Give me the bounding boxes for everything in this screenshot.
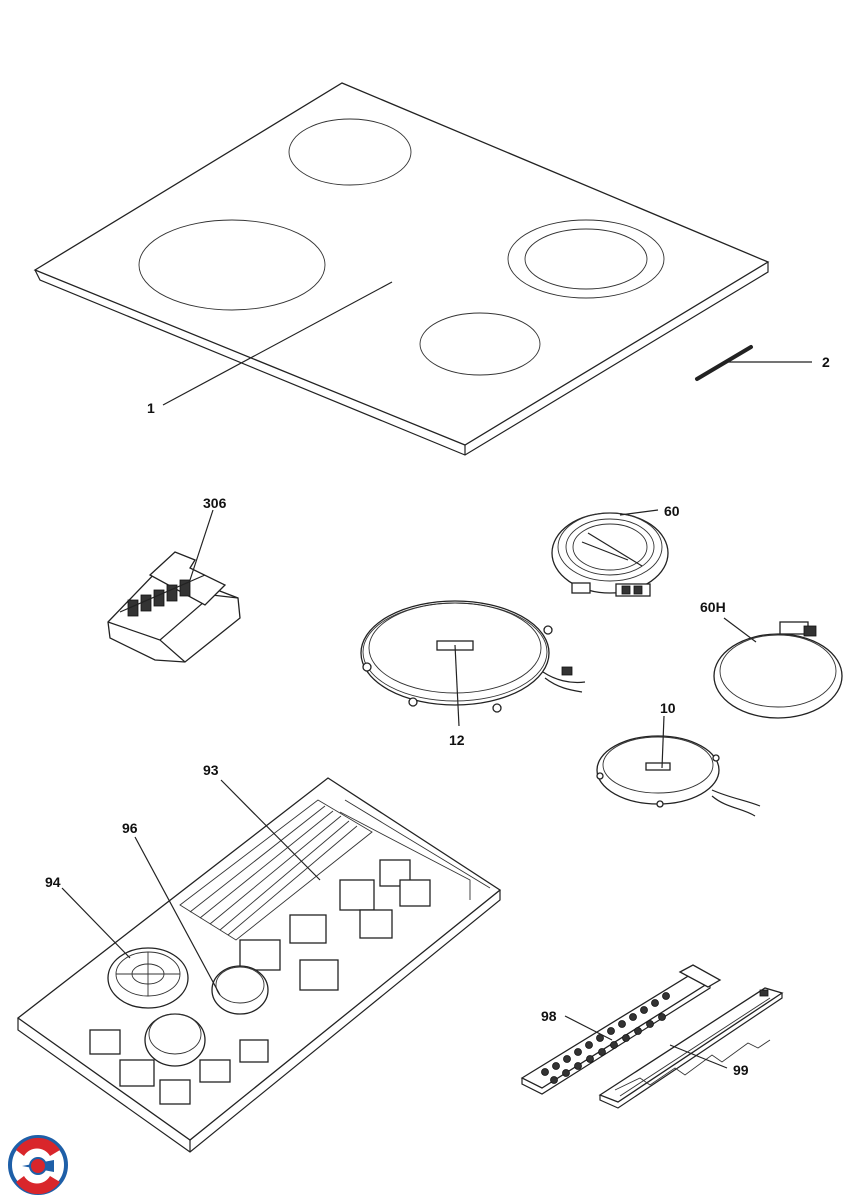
callout-1: 1 <box>147 400 155 416</box>
callout-99: 99 <box>733 1062 749 1078</box>
gasket-strip-part[interactable] <box>695 345 753 381</box>
brand-logo <box>8 1135 68 1195</box>
hob-zone-right-outer <box>507 219 665 299</box>
callout-93: 93 <box>203 762 219 778</box>
callout-94: 94 <box>45 874 61 890</box>
induction-coil-large-part[interactable] <box>360 600 586 713</box>
hob-zone-left <box>138 219 326 311</box>
callout-2: 2 <box>822 354 830 370</box>
glass-top-part[interactable] <box>33 82 770 456</box>
radiant-element-part[interactable] <box>551 512 669 597</box>
control-bracket-part[interactable] <box>598 987 784 1109</box>
callout-10: 10 <box>660 700 676 716</box>
callout-96: 96 <box>122 820 138 836</box>
callout-12: 12 <box>449 732 465 748</box>
callout-98: 98 <box>541 1008 557 1024</box>
ring-60h-part[interactable] <box>713 621 843 719</box>
terminal-block-part[interactable] <box>107 551 241 663</box>
hob-zone-rear <box>288 118 412 186</box>
power-board-part[interactable] <box>16 777 502 1153</box>
hob-zone-right-inner <box>524 228 648 290</box>
callout-60: 60 <box>664 503 680 519</box>
touch-pads <box>541 992 670 1084</box>
touch-control-board-part[interactable] <box>520 964 722 1095</box>
callout-60h: 60H <box>700 599 726 615</box>
induction-coil-small-part[interactable] <box>596 735 761 817</box>
callout-306: 306 <box>203 495 227 511</box>
hob-zone-front <box>419 312 541 376</box>
